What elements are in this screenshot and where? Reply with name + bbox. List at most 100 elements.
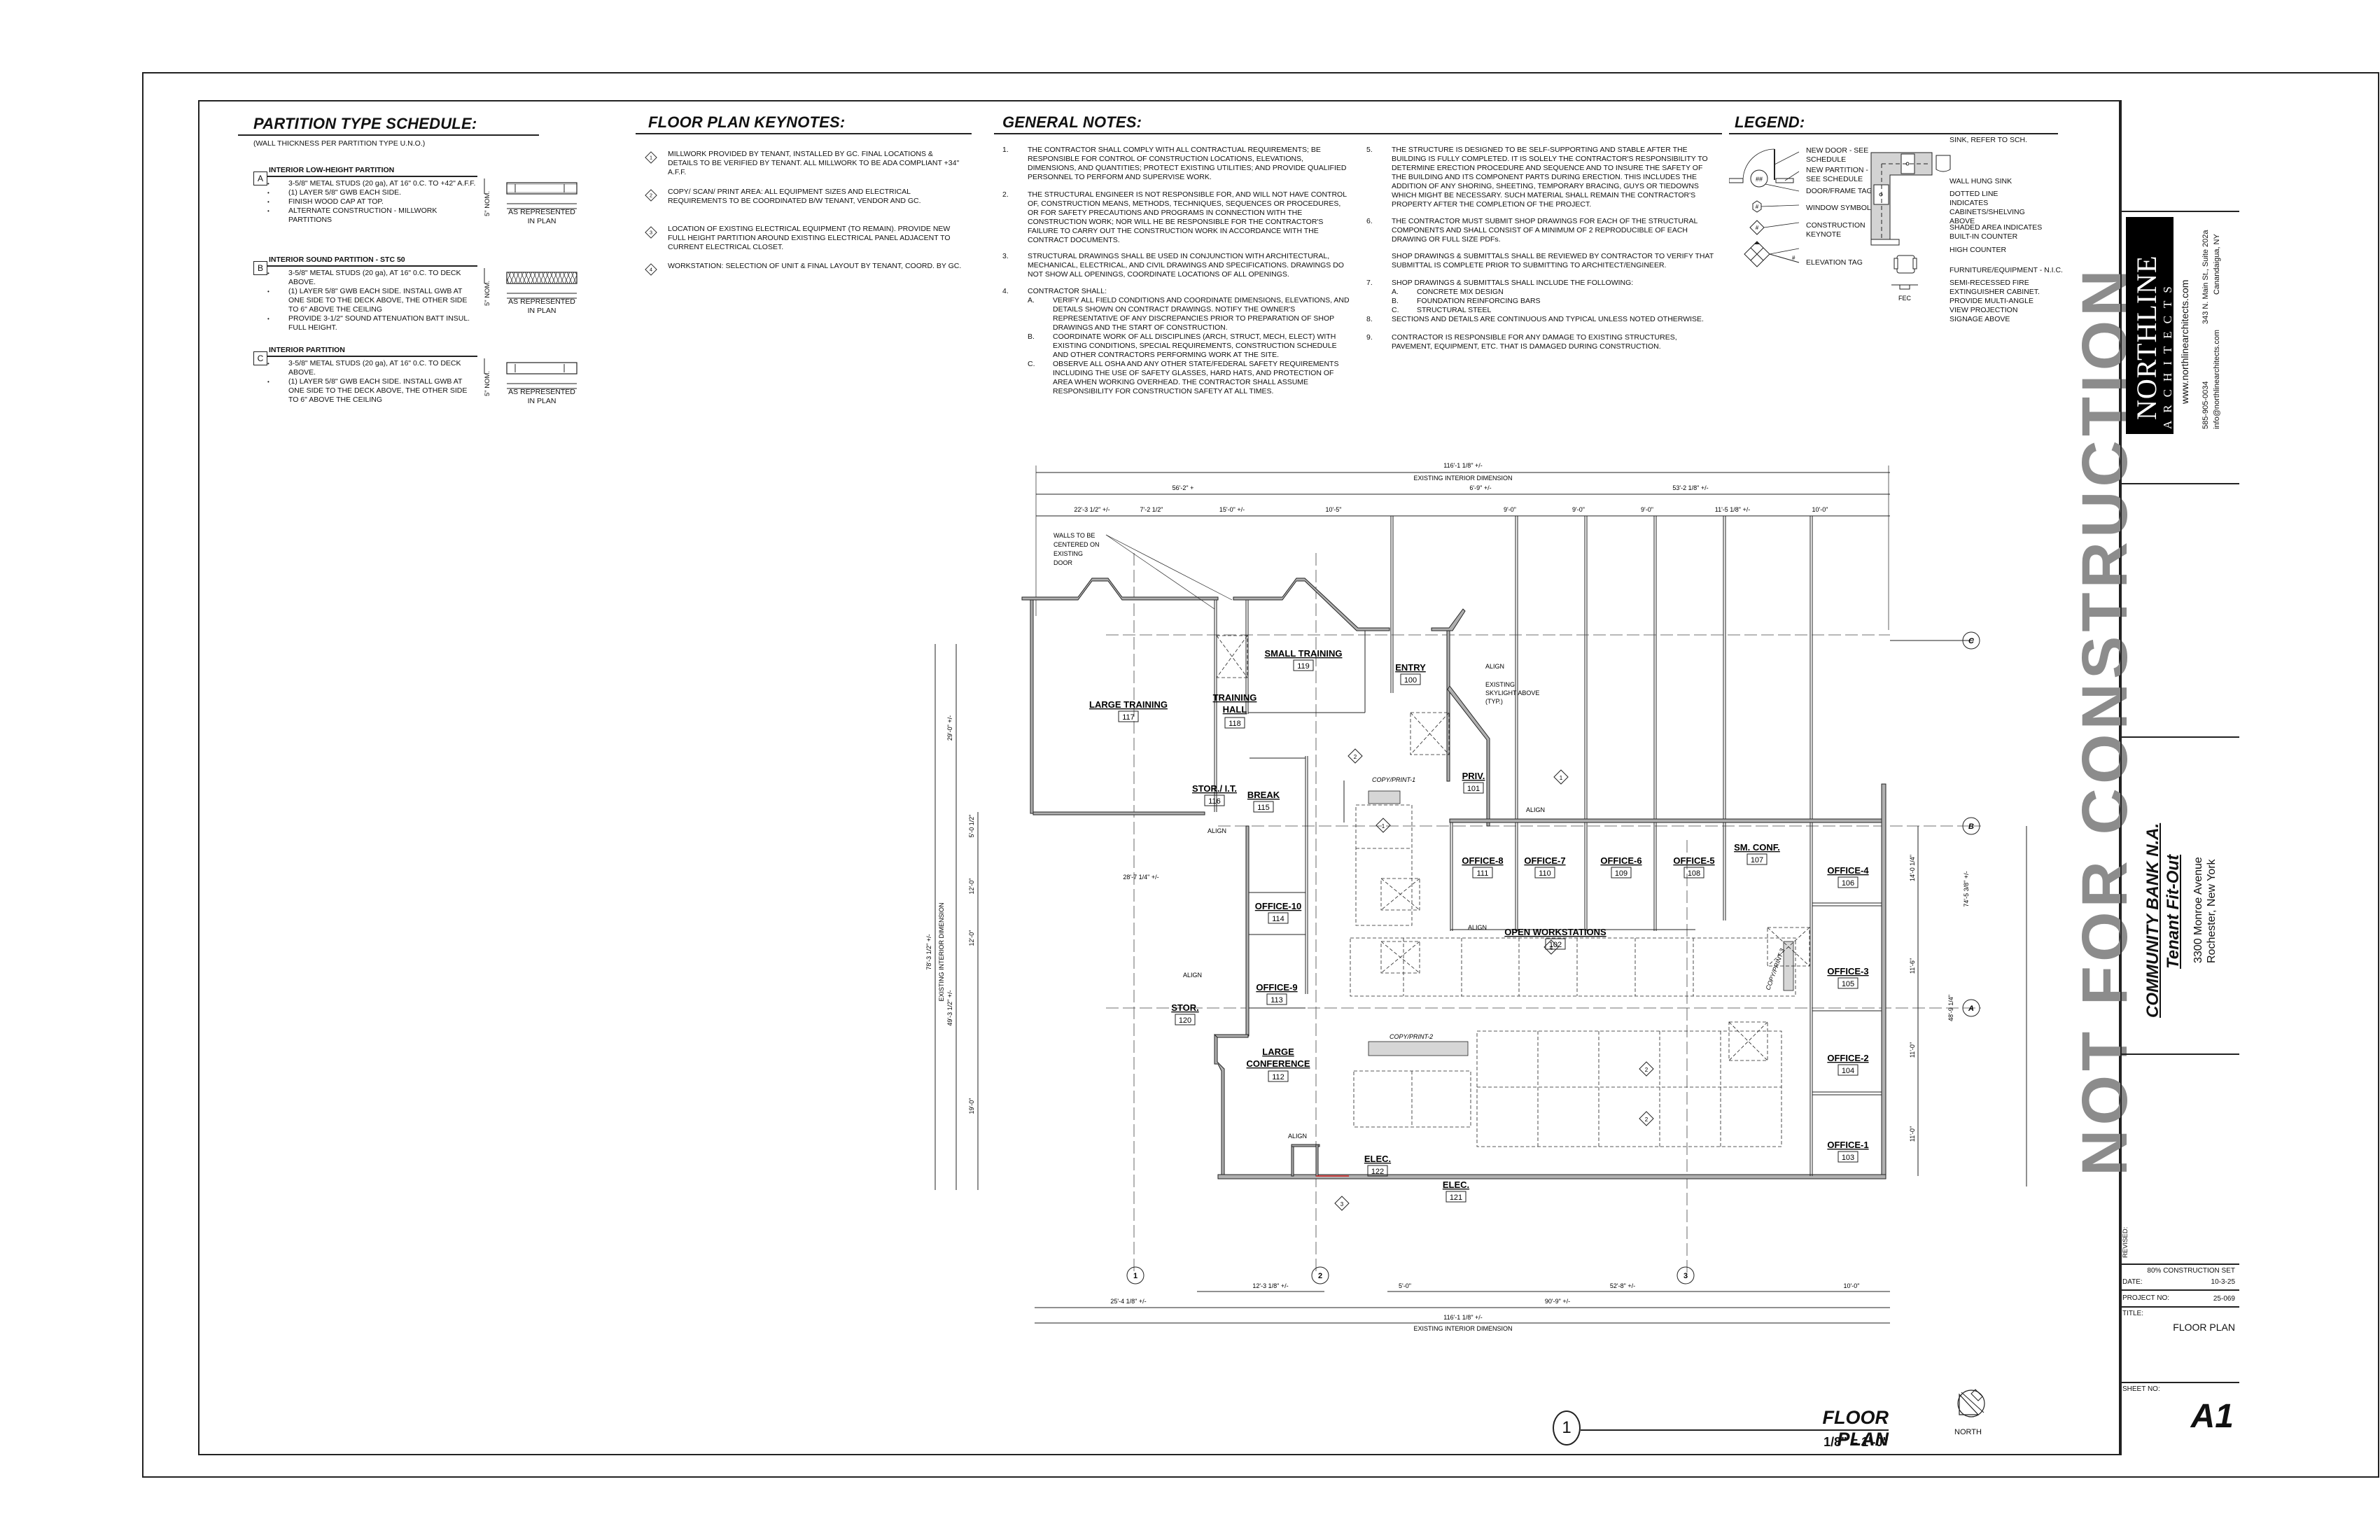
furniture-icon [1896,255,1915,274]
svg-text:OFFICE-3: OFFICE-3 [1827,966,1868,976]
svg-text:3: 3 [650,230,652,236]
svg-text:EXISTING INTERIOR DIMENSION: EXISTING INTERIOR DIMENSION [938,902,945,1001]
keynote-diamond-icon: 1 [1376,818,1391,833]
svg-text:#: # [1756,225,1759,231]
divider [994,133,1722,134]
svg-text:103: 103 [1842,1154,1854,1162]
svg-text:ALIGN: ALIGN [1468,924,1487,931]
partition-icon [1729,178,1744,183]
svg-text:74'-5 3/8" +/-: 74'-5 3/8" +/- [1963,871,1970,906]
svg-text:116'-1 1/8" +/-: 116'-1 1/8" +/- [1443,462,1483,469]
title-block-stamp [2120,484,2239,738]
drawing-scale: 1/8" = 1'-0" [1823,1435,1889,1449]
svg-text:OFFICE-8: OFFICE-8 [1462,855,1503,866]
svg-text:EXISTING: EXISTING [1054,550,1083,557]
svg-text:ALIGN: ALIGN [1288,1133,1307,1140]
title-block-frame [2120,100,2241,1455]
legend-label: NEW PARTITION - SEE SCHEDULE [1806,166,1868,183]
legend-label: SINK, REFER TO SCH. [1949,136,2028,144]
svg-text:OPEN WORKSTATIONS: OPEN WORKSTATIONS [1504,927,1606,937]
divider [238,134,539,136]
svg-text:12'-0": 12'-0" [968,930,975,946]
svg-text:11'-6": 11'-6" [1909,958,1916,974]
legend-label: CONSTRUCTION KEYNOTE [1806,221,1865,239]
svg-text:ELEC.: ELEC. [1443,1180,1469,1190]
svg-text:STOR.: STOR. [1171,1002,1199,1013]
svg-text:108: 108 [1688,869,1700,878]
upper-partitions [1390,516,1813,826]
grid-bubbles: C B A 1 2 3 [1126,631,1980,1284]
partition-spec-item: FINISH WOOD CAP AT TOP. [267,197,477,206]
svg-text:9'-0": 9'-0" [1572,506,1585,513]
svg-text:OFFICE-10: OFFICE-10 [1255,901,1301,911]
grid-bubble-2 [1311,1266,1329,1284]
keynote-diamond-icon: 4 [645,263,657,276]
divider [1729,133,2058,134]
partition-type-name: INTERIOR PARTITION [269,346,345,354]
svg-text:119: 119 [1297,662,1310,671]
partition-spec-item: (1) LAYER 5/8" GWB EACH SIDE. INSTALL GW… [267,287,477,314]
legend-label: SEMI-RECESSED FIRE EXTINGUISHER CABINET.… [1949,279,2040,323]
legend-symbols-left: ## # # # [1729,148,1800,267]
svg-text:1: 1 [1560,775,1563,781]
sheet-title: FLOOR PLAN [2173,1322,2235,1333]
svg-text:107: 107 [1751,856,1763,864]
partition-spec-item: (1) LAYER 5/8" GWB EACH SIDE. INSTALL GW… [267,377,477,405]
svg-text:ALIGN: ALIGN [1485,663,1504,670]
svg-text:10'-0": 10'-0" [1812,506,1828,513]
keynote-diamond-icon: 1 [645,151,657,164]
left-dimensions: 78'-3 1/2" +/- EXISTING INTERIOR DIMENSI… [925,644,1159,1190]
svg-text:#: # [1756,204,1759,210]
svg-text:78'-3 1/2" +/-: 78'-3 1/2" +/- [925,934,932,969]
plan-keynote-tags: 1 1 2 4 2 2 3 [1334,748,1654,1211]
svg-text:EXISTING INTERIOR DIMENSION: EXISTING INTERIOR DIMENSION [1413,1325,1512,1332]
interior-partitions [1214,600,1882,1176]
svg-text:90'-9" +/-: 90'-9" +/- [1545,1298,1570,1305]
drawing-title-text: FLOOR PLAN [1822,1407,1889,1450]
project-client: COMMUNITY BANK N.A. [2143,822,2162,1018]
svg-text:5'-0": 5'-0" [1399,1282,1411,1289]
elevation-tag-icon: # [1744,241,1800,267]
svg-text:52'-8" +/-: 52'-8" +/- [1610,1282,1635,1289]
svg-text:11'-0": 11'-0" [1909,1126,1916,1142]
svg-text:SM. CONF.: SM. CONF. [1734,842,1780,853]
firm-subname: ARCHITECTS [2161,279,2174,429]
svg-text:3: 3 [1684,1272,1688,1280]
svg-text:##: ## [1756,176,1763,183]
svg-text:12'-3 1/8" +/-: 12'-3 1/8" +/- [1252,1282,1288,1289]
keynotes-title: FLOOR PLAN KEYNOTES: [648,113,846,131]
plan-label: AS REPRESENTED IN PLAN [508,388,575,405]
grid-bubble-3 [1676,1266,1695,1284]
partition-spec-item: (1) LAYER 5/8" GWB EACH SIDE. [267,188,477,197]
svg-text:7'-2 1/2": 7'-2 1/2" [1140,506,1163,513]
svg-text:104: 104 [1842,1067,1854,1075]
room-office-5: OFFICE-5 108 [1673,855,1715,878]
legend-label: WALL HUNG SINK [1949,177,2012,186]
svg-text:118: 118 [1228,720,1241,728]
legend-label: DOTTED LINE INDICATES CABINETS/SHELVING … [1949,190,2025,225]
svg-text:COPY/PRINT-3: COPY/PRINT-3 [1764,948,1786,991]
svg-text:OFFICE-5: OFFICE-5 [1673,855,1714,866]
svg-text:DOOR: DOOR [1054,559,1073,566]
keynote-diamond-icon: 2 [1348,748,1363,764]
keynote-diamond-icon: 2 [645,189,657,202]
svg-text:STOR./ I.T.: STOR./ I.T. [1192,783,1237,794]
svg-text:9'-0": 9'-0" [1504,506,1516,513]
sheet-number-panel: SHEET NO: A1 [2120,1383,2239,1455]
legend-symbols-right [1870,152,1951,246]
revised-label: REVISED: [2122,1226,2129,1258]
partition-tag-a: A [253,172,267,186]
date-label: DATE: [2122,1278,2143,1286]
svg-text:29'-0" +/-: 29'-0" +/- [946,715,953,741]
svg-text:115: 115 [1257,804,1270,812]
svg-text:(TYP.): (TYP.) [1485,698,1503,705]
